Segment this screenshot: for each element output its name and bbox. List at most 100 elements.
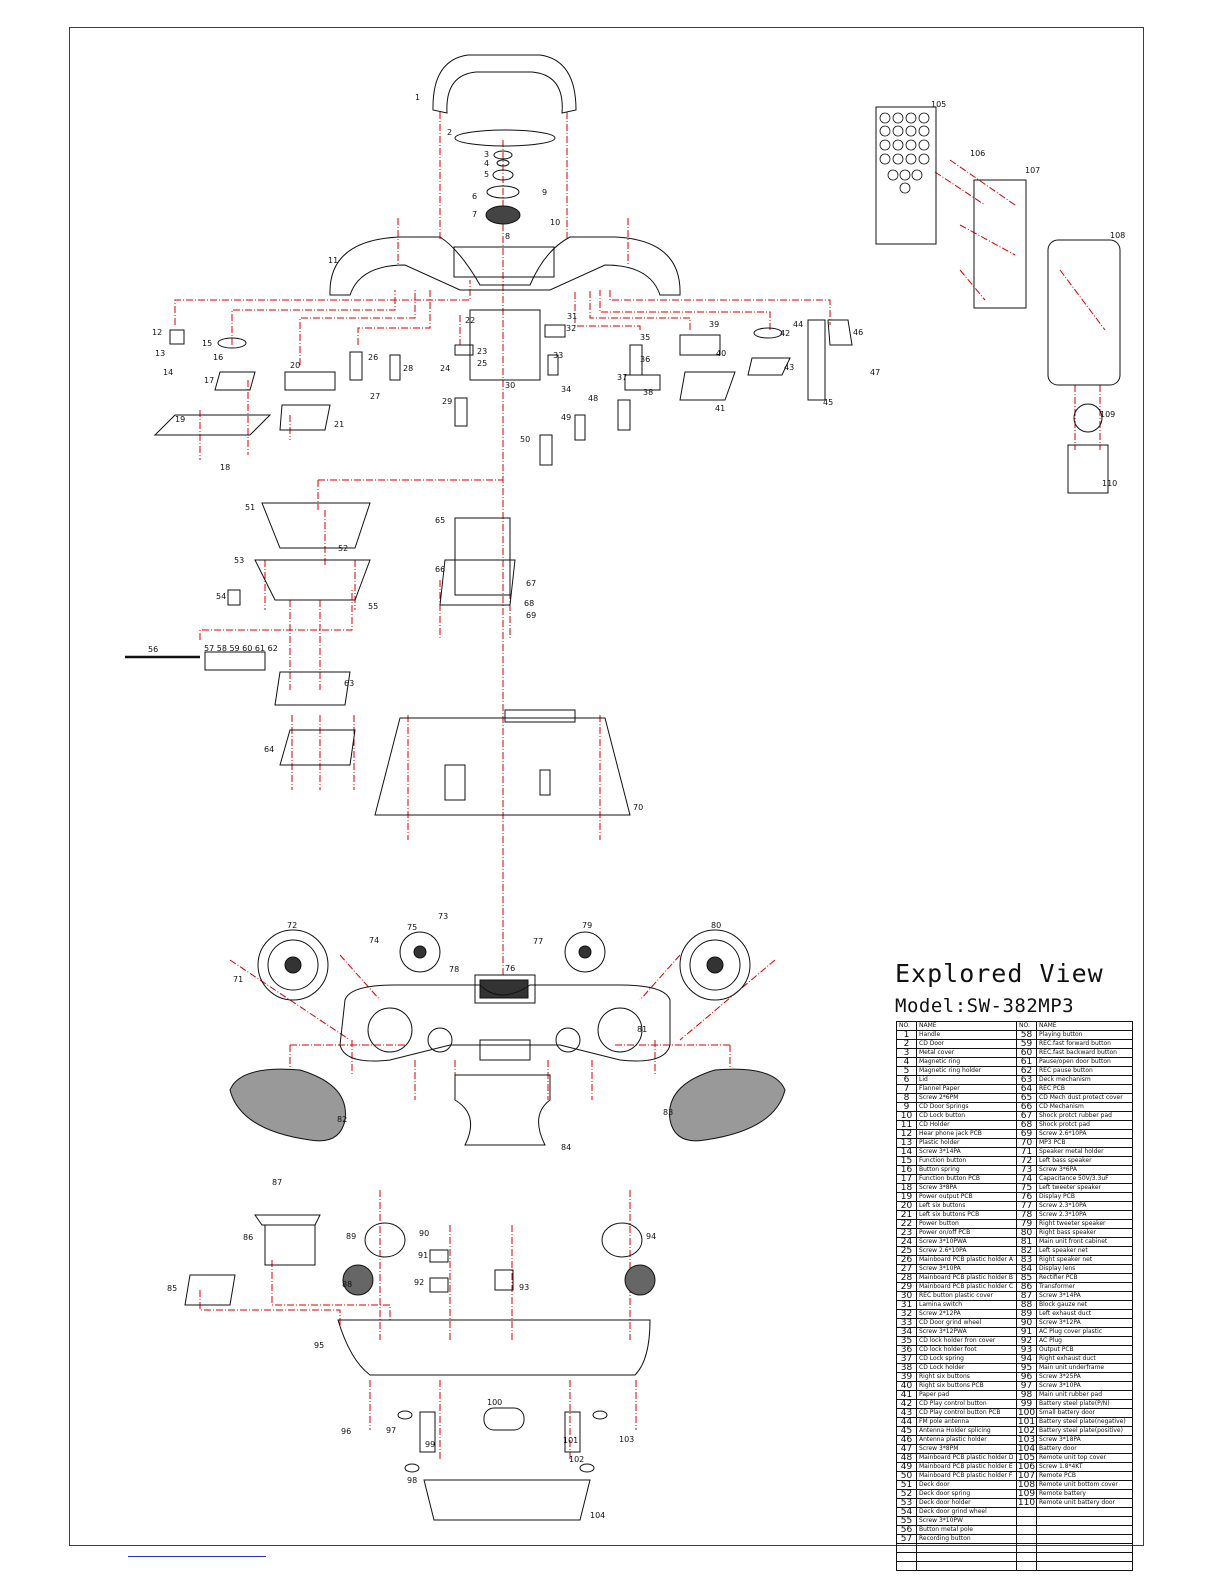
callout: 56	[148, 645, 158, 654]
part-number: 105	[1016, 1453, 1037, 1463]
part-number: 12	[896, 1129, 917, 1139]
part-name: Mainboard PCB plastic holder A	[916, 1255, 1017, 1265]
callout: 107	[1025, 166, 1040, 175]
part-name: Screw 2.3*10PA	[1036, 1210, 1133, 1220]
table-row	[896, 1552, 1133, 1562]
part-name: Handle	[916, 1030, 1017, 1040]
part-number: 11	[896, 1120, 917, 1130]
part-number: 8	[896, 1093, 917, 1103]
callout: 57 58 59 60 61 62	[204, 644, 278, 653]
remote-unit-top-cover	[875, 106, 937, 245]
callout-labels: 1 2 3 4 5 6 7 8 9 10 11 12 13 14 15 16 1…	[148, 93, 1125, 1520]
callout: 73	[438, 912, 448, 921]
callout: 20	[290, 361, 300, 370]
part-number: 2	[896, 1039, 917, 1049]
part-name: Shock protct pad	[1036, 1120, 1133, 1130]
part-name: Screw 1.8*4KT	[1036, 1462, 1133, 1472]
part-name: Magnetic ring	[916, 1057, 1017, 1067]
part-name: Display lens	[1036, 1264, 1133, 1274]
callout: 46	[853, 328, 863, 337]
part-name: Right bass speaker	[1036, 1228, 1133, 1238]
display-lens	[454, 1074, 551, 1146]
part-number: 9	[896, 1102, 917, 1112]
part-number: 78	[1016, 1210, 1037, 1220]
callout: 21	[334, 420, 344, 429]
callout: 82	[337, 1115, 347, 1124]
part-name: Metal cover	[916, 1048, 1017, 1058]
transformer	[264, 1224, 316, 1266]
callout: 18	[220, 463, 230, 472]
callout: 26	[368, 353, 378, 362]
part-name: Mainboard PCB plastic holder B	[916, 1273, 1017, 1283]
part-number	[1016, 1525, 1037, 1535]
callout: 80	[711, 921, 721, 930]
part-name: Function button PCB	[916, 1174, 1017, 1184]
callout: 77	[533, 937, 543, 946]
part-name: CD lock holder fron cover	[916, 1336, 1017, 1346]
part-name: Screw 3*25PA	[1036, 1372, 1133, 1382]
callout: 3	[484, 150, 489, 159]
part-name: Main unit underframe	[1036, 1363, 1133, 1373]
header-name-2: NAME	[1036, 1021, 1133, 1031]
callout: 37	[617, 373, 627, 382]
part-number: 46	[896, 1435, 917, 1445]
part-name: Left six buttons PCB	[916, 1210, 1017, 1220]
callout: 24	[440, 364, 450, 373]
part-name: Power on/off PCB	[916, 1228, 1017, 1238]
callout: 67	[526, 579, 536, 588]
part-name: REC button plastic cover	[916, 1291, 1017, 1301]
part-number: 65	[1016, 1093, 1037, 1103]
callout: 103	[619, 1435, 634, 1444]
part-name: Mainboard PCB plastic holder D	[916, 1453, 1017, 1463]
part-name: Left exhaust duct	[1036, 1309, 1133, 1319]
callout: 83	[663, 1108, 673, 1117]
part-number: 58	[1016, 1030, 1037, 1040]
part-number: 43	[896, 1408, 917, 1418]
page-title: Explored View	[895, 959, 1104, 988]
part-name: FM pole antenna	[916, 1417, 1017, 1427]
part-name: AC Plug	[1036, 1336, 1133, 1346]
part-number: 109	[1016, 1489, 1037, 1499]
component-outlines	[125, 54, 1121, 1521]
part-number: 36	[896, 1345, 917, 1355]
callout: 90	[419, 1229, 429, 1238]
part-number: 49	[896, 1462, 917, 1472]
callout: 43	[784, 363, 794, 372]
part-number: 77	[1016, 1201, 1037, 1211]
part-number: 84	[1016, 1264, 1037, 1274]
part-name: Left tweeter speaker	[1036, 1183, 1133, 1193]
callout: 28	[403, 364, 413, 373]
part-name: Screw 3*6PA	[1036, 1165, 1133, 1175]
part-name: Mainboard PCB plastic holder E	[916, 1462, 1017, 1472]
part-number: 54	[896, 1507, 917, 1517]
callout: 50	[520, 435, 530, 444]
callout: 99	[425, 1440, 435, 1449]
cd-mechanism	[439, 559, 516, 606]
part-number: 33	[896, 1318, 917, 1328]
part-number: 94	[1016, 1354, 1037, 1364]
part-number: 62	[1016, 1066, 1037, 1076]
part-name: Remote battery	[1036, 1489, 1133, 1499]
part-name: Deck door spring	[916, 1489, 1017, 1499]
part-number: 41	[896, 1390, 917, 1400]
part-number: 29	[896, 1282, 917, 1292]
part-name: Lamina switch	[916, 1300, 1017, 1310]
callout: 110	[1102, 479, 1117, 488]
part-name: Main unit front cabinet	[1036, 1237, 1133, 1247]
part-name	[1036, 1516, 1133, 1526]
callout: 85	[167, 1284, 177, 1293]
callout: 76	[505, 964, 515, 973]
